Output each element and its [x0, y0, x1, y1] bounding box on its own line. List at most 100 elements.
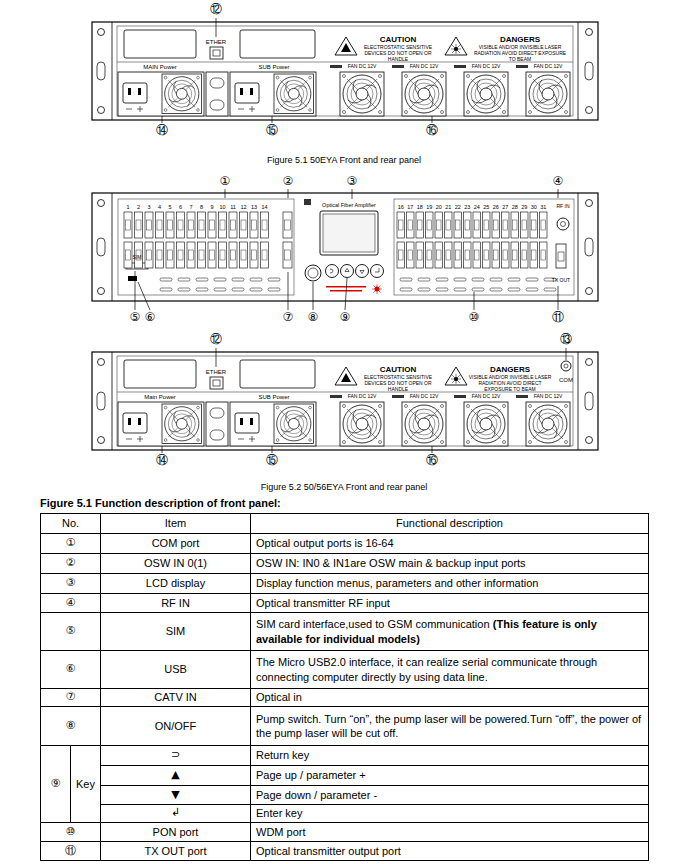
callout-number: ② [282, 175, 295, 189]
table-cell: CATV IN [100, 688, 251, 707]
cell-content: ① [46, 536, 95, 550]
cell-content: Enter key [256, 806, 643, 820]
table-cell: ③ [40, 573, 101, 594]
cell-content: ⑪ [46, 844, 95, 858]
callout-number: ⑮ [265, 124, 279, 138]
port-number: 29 [521, 204, 527, 210]
fan-label: FAN DC 12V [348, 394, 377, 400]
table-cell: ⑨ [40, 745, 71, 823]
table-text: ⑨ [51, 777, 61, 790]
warning-heading: CAUTION [380, 35, 416, 44]
port-number: 23 [464, 204, 470, 210]
callout-number: ⑧ [307, 311, 320, 325]
table-text: ③ [66, 576, 76, 589]
table-text: The Micro USB2.0 interface, it can reali… [256, 656, 597, 682]
table-cell: Key [70, 745, 101, 823]
table-text: Display function menus, parameters and o… [256, 577, 538, 589]
warning-heading: CAUTION [380, 365, 416, 374]
table-text: Optical transmitter RF input [256, 597, 390, 609]
cell-content: Page down / parameter - [256, 788, 643, 802]
port-number: 25 [483, 204, 489, 210]
table-text: Return key [256, 749, 309, 761]
cell-content: Optical in [256, 690, 643, 704]
table-cell: Functional description [250, 513, 649, 534]
table-cell: ⊃ [100, 745, 251, 766]
cell-content: ▼ [106, 788, 245, 802]
table-cell: ⑧ [40, 706, 101, 746]
port-number: 18 [417, 204, 423, 210]
cell-content: Display function menus, parameters and o… [256, 576, 643, 590]
cell-content: TX OUT port [106, 844, 245, 858]
cell-content: COM port [106, 536, 245, 550]
table-text: Pump switch. Turn “on”, the pump laser w… [256, 713, 641, 739]
port-name: TX OUT [552, 278, 570, 284]
table-text: OSW IN: IN0 & IN1are OSW main & backup i… [256, 557, 526, 569]
cell-content: OSW IN 0(1) [106, 556, 245, 570]
warning-text: ELECTROSTATIC SENSITIVE DEVICES DO NOT O… [356, 45, 440, 62]
port-number: 27 [502, 204, 508, 210]
cell-content: PON port [106, 825, 245, 839]
device-name: Optical Fiber Amplifier [322, 202, 376, 208]
port-number: 20 [436, 204, 442, 210]
table-cell: Display function menus, parameters and o… [250, 573, 649, 594]
table-cell: ⑤ [40, 612, 101, 651]
table-cell: ⑥ [40, 650, 101, 689]
fan-label: FAN DC 12V [410, 394, 439, 400]
table-text: ▲ [171, 768, 179, 781]
table-cell: TX OUT port [100, 841, 251, 861]
table-text: SIM card interface,used to GSM communica… [256, 618, 490, 630]
callout-number: ⑪ [551, 311, 565, 325]
callout-number: ⑩ [468, 311, 481, 325]
table-cell: ② [40, 553, 101, 574]
port-name: RF IN [556, 204, 569, 210]
callout-number: ⑯ [425, 454, 439, 468]
port-number: 4 [158, 204, 161, 210]
table-text: ④ [66, 596, 76, 609]
table-cell: Optical transmitter RF input [250, 593, 649, 613]
cell-content: Optical transmitter RF input [256, 596, 643, 610]
table-cell: No. [40, 513, 101, 534]
table-text: ② [66, 556, 76, 569]
table-cell: ⑩ [40, 822, 101, 842]
port-number: 21 [445, 204, 451, 210]
fan-label: FAN DC 12V [472, 64, 501, 70]
table-cell: Page down / parameter - [250, 785, 649, 805]
panel-label: MAIN Power [143, 64, 177, 71]
table-cell: Optical in [250, 688, 649, 707]
table-text: RF IN [161, 597, 190, 609]
cell-content: ⑤ [46, 624, 95, 638]
warning-heading: DANGERS [490, 365, 530, 374]
table-cell: ⑪ [40, 841, 101, 861]
port-number: 19 [426, 204, 432, 210]
table-cell: Optical transmitter output port [250, 841, 649, 861]
table-cell: Enter key [250, 804, 649, 823]
port-name: COM [559, 377, 573, 384]
cell-content: ⑨ [46, 777, 65, 791]
table-cell: ▲ [100, 765, 251, 786]
port-name: ETHER [206, 39, 226, 46]
cell-content: Optical transmitter output port [256, 844, 643, 858]
port-number: 7 [189, 204, 192, 210]
cell-content: ⊃ [106, 748, 245, 762]
port-number: 31 [540, 204, 546, 210]
table-text: Page up / parameter + [256, 769, 366, 781]
table-text: USB [164, 663, 187, 675]
port-number: 9 [210, 204, 213, 210]
fan-label: FAN DC 12V [472, 394, 501, 400]
table-cell: ④ [40, 593, 101, 613]
callout-number: ⑫ [209, 3, 223, 17]
port-name: SIM [133, 255, 142, 261]
cell-content: Return key [256, 748, 643, 762]
callout-number: ⑯ [425, 124, 439, 138]
table-text: OSW IN 0(1) [144, 557, 207, 569]
table-text: ⑪ [65, 844, 76, 857]
table-cell: ▼ [100, 785, 251, 805]
fan-label: FAN DC 12V [534, 394, 563, 400]
warning-text: VISIBLE AND/OR INVISIBLE LASER RADIATION… [472, 45, 568, 62]
figure-caption: Figure 5.1 50EYA Front and rear panel [267, 155, 421, 165]
table-text: ↲ [171, 806, 180, 819]
port-number: 16 [398, 204, 404, 210]
cell-content: Functional description [256, 516, 643, 530]
cell-content: CATV IN [106, 690, 245, 704]
